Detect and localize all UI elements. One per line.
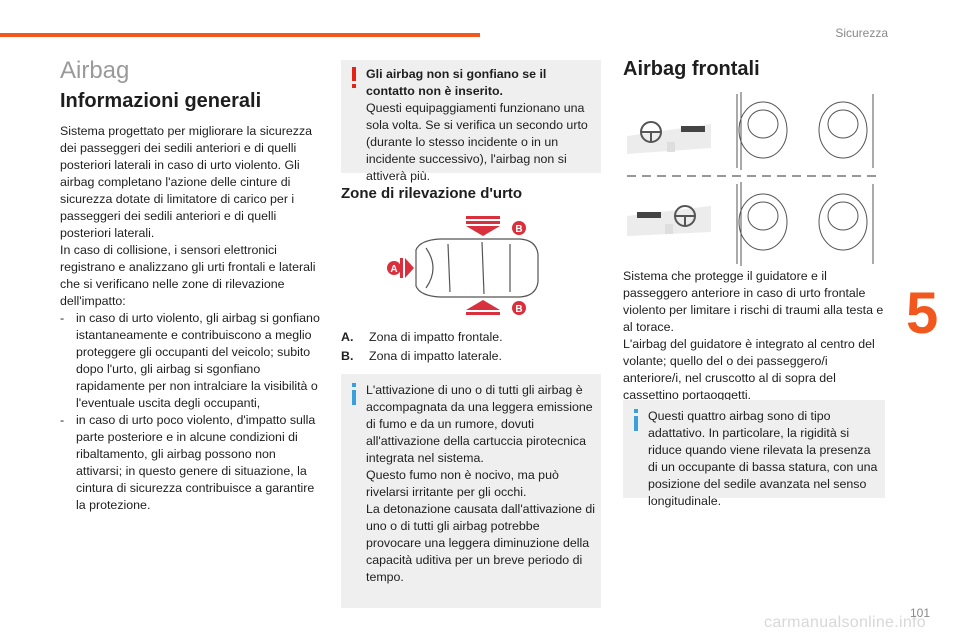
legend-item: B. Zona di impatto laterale. — [341, 348, 601, 365]
info-text: Questo fumo non è nocivo, ma può rivelar… — [366, 468, 559, 499]
legend-key: B. — [341, 349, 354, 363]
seat-airbags-bottom-icon — [736, 182, 874, 266]
label-b-bottom: B — [515, 304, 522, 315]
warning-box: Gli airbag non si gonfiano se il contatt… — [341, 60, 601, 183]
section-name: Sicurezza — [835, 26, 888, 40]
front-airbag-heading: Airbag frontali — [623, 58, 760, 80]
page-number: 101 — [909, 606, 930, 620]
impact-arrows-bottom-icon — [466, 300, 500, 315]
watermark: carmanualsonline.info — [764, 614, 926, 631]
accent-bar — [0, 33, 480, 37]
impact-arrows-front-icon — [400, 258, 414, 278]
legend-item: A. Zona di impatto frontale. — [341, 329, 601, 346]
label-b-top: B — [515, 224, 522, 235]
legend-key: A. — [341, 330, 354, 344]
info-text: La detonazione causata dall'attivazione … — [366, 502, 596, 584]
warning-title: Gli airbag non si gonfiano se il contatt… — [366, 67, 547, 98]
impact-arrows-top-icon — [466, 216, 500, 236]
general-info-text: Sistema progettato per migliorare la sic… — [60, 123, 322, 514]
section-heading: Informazioni generali — [60, 90, 262, 112]
zones-legend: A. Zona di impatto frontale. B. Zona di … — [341, 329, 601, 365]
list-item-text: in caso di urto violento, gli airbag si … — [76, 311, 320, 410]
warning-icon — [352, 67, 356, 88]
info-icon — [352, 383, 356, 405]
seat-airbags-top-icon — [736, 92, 874, 170]
list-item: - in caso di urto violento, gli airbag s… — [60, 310, 322, 412]
label-a: A — [390, 264, 397, 275]
info-box-adaptive: Questi quattro airbag sono di tipo adatt… — [623, 400, 885, 508]
list-item: - in caso di urto poco violento, d'impat… — [60, 412, 322, 514]
info-text: L'attivazione di uno o di tutti gli airb… — [366, 383, 593, 465]
legend-text: Zona di impatto frontale. — [369, 330, 503, 344]
chapter-number: 5 — [906, 281, 939, 346]
warning-text: Questi equipaggiamenti funzionano una so… — [366, 101, 588, 183]
legend-text: Zona di impatto laterale. — [369, 349, 502, 363]
collision-paragraph: In caso di collisione, i sensori elettro… — [60, 243, 316, 308]
front-airbag-text: Sistema che protegge il guidatore e il p… — [623, 268, 885, 404]
list-dash: - — [60, 311, 65, 325]
impact-zones-figure: A B B — [387, 216, 539, 315]
front-airbags-figure — [627, 92, 879, 266]
dashboard-lhd-icon — [627, 121, 711, 154]
info-text: Questi quattro airbag sono di tipo adatt… — [648, 409, 878, 508]
front-airbag-location-paragraph: L'airbag del guidatore è integrato al ce… — [623, 337, 875, 402]
intro-paragraph: Sistema progettato per migliorare la sic… — [60, 124, 313, 240]
info-box-smoke: L'attivazione di uno o di tutti gli airb… — [341, 374, 601, 608]
list-item-text: in caso di urto poco violento, d'impatto… — [76, 413, 316, 512]
front-airbag-paragraph: Sistema che protegge il guidatore e il p… — [623, 269, 884, 334]
car-outline-icon — [415, 238, 539, 298]
info-icon — [634, 409, 638, 431]
page-title: Airbag — [60, 57, 130, 84]
zones-heading: Zone di rilevazione d'urto — [341, 185, 523, 202]
dashboard-rhd-icon — [627, 205, 711, 236]
list-dash: - — [60, 413, 65, 427]
